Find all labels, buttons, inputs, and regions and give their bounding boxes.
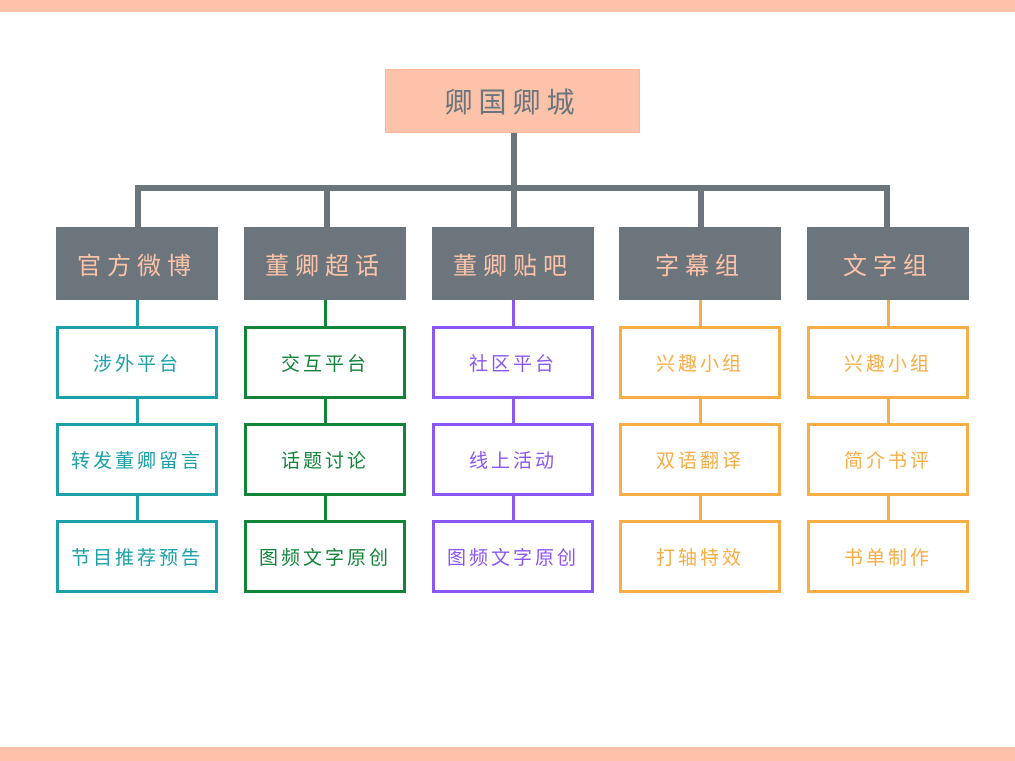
item-label: 线上活动	[468, 450, 557, 472]
item-label: 话题讨论	[280, 450, 369, 472]
item-node: 图频文字原创	[244, 520, 406, 593]
category-label: 文字组	[843, 252, 933, 280]
branch-connector-1	[135, 185, 141, 227]
category-node: 董卿贴吧	[432, 227, 594, 300]
item-label: 兴趣小组	[843, 353, 932, 375]
item-label: 打轴特效	[655, 547, 744, 569]
category-label: 官方微博	[77, 252, 197, 280]
item-node: 转发董卿留言	[56, 423, 218, 496]
item-node: 话题讨论	[244, 423, 406, 496]
item-node: 双语翻译	[619, 423, 781, 496]
column-connector	[136, 300, 139, 520]
root-connector	[511, 133, 517, 190]
item-node: 书单制作	[807, 520, 969, 593]
category-node: 字幕组	[619, 227, 781, 300]
item-label: 书单制作	[843, 547, 932, 569]
branch-connector-2	[324, 185, 330, 227]
item-label: 图频文字原创	[258, 547, 391, 569]
item-node: 兴趣小组	[619, 326, 781, 399]
column-connector	[324, 300, 327, 520]
category-label: 董卿超话	[265, 252, 385, 280]
item-label: 节目推荐预告	[70, 547, 203, 569]
branch-connector-5	[884, 185, 890, 227]
item-node: 兴趣小组	[807, 326, 969, 399]
item-node: 交互平台	[244, 326, 406, 399]
root-node: 卿国卿城	[385, 69, 640, 133]
item-node: 涉外平台	[56, 326, 218, 399]
category-label: 董卿贴吧	[453, 252, 573, 280]
bottom-accent-band	[0, 747, 1015, 761]
item-label: 图频文字原创	[446, 547, 579, 569]
item-node: 图频文字原创	[432, 520, 594, 593]
item-node: 线上活动	[432, 423, 594, 496]
category-node: 董卿超话	[244, 227, 406, 300]
category-node: 官方微博	[56, 227, 218, 300]
column-connector	[699, 300, 702, 520]
item-node: 社区平台	[432, 326, 594, 399]
column-connector	[512, 300, 515, 520]
item-node: 节目推荐预告	[56, 520, 218, 593]
item-label: 交互平台	[280, 353, 369, 375]
column-connector	[887, 300, 890, 520]
root-label: 卿国卿城	[444, 86, 581, 119]
item-node: 打轴特效	[619, 520, 781, 593]
branch-connector-4	[698, 185, 704, 227]
item-label: 转发董卿留言	[70, 450, 203, 472]
item-label: 涉外平台	[92, 353, 181, 375]
item-label: 双语翻译	[655, 450, 744, 472]
item-label: 兴趣小组	[655, 353, 744, 375]
top-accent-band	[0, 0, 1015, 12]
item-label: 简介书评	[843, 450, 932, 472]
category-label: 字幕组	[655, 252, 745, 280]
item-label: 社区平台	[468, 353, 557, 375]
category-node: 文字组	[807, 227, 969, 300]
item-node: 简介书评	[807, 423, 969, 496]
branch-connector-3	[511, 185, 517, 227]
